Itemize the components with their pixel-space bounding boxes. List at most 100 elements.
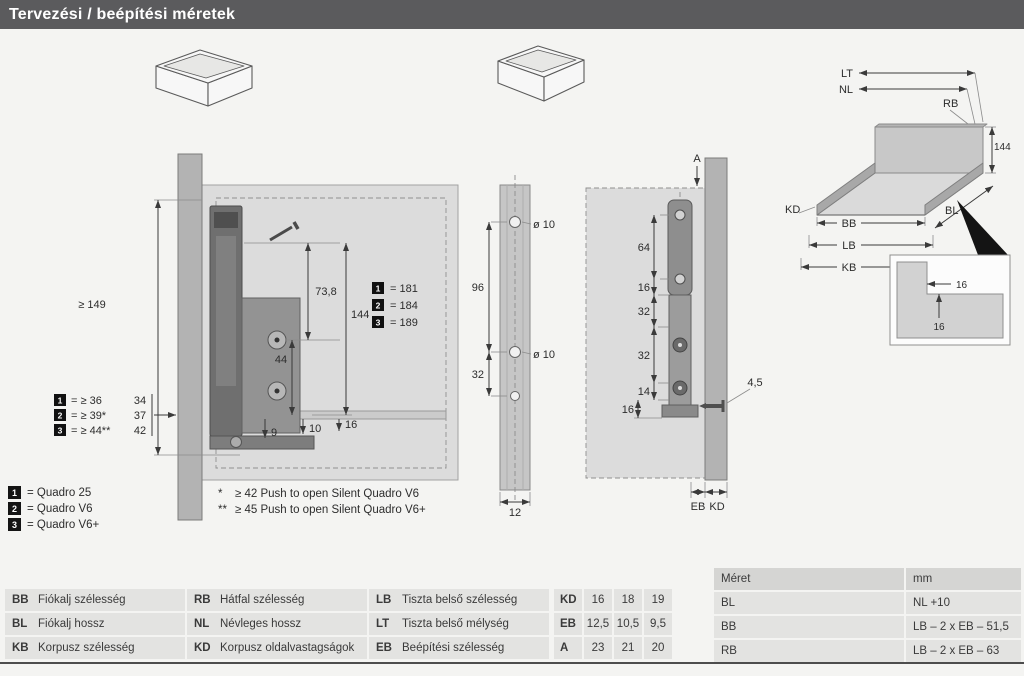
table-row: RB LB – 2 x EB – 63 [714, 640, 1021, 662]
label-kd: KD [709, 501, 724, 513]
formula-table: Méret mm BL NL +10 BB LB – 2 x EB – 51,5… [714, 568, 1021, 664]
table-cell: EB [554, 613, 582, 635]
dimension-lines [634, 214, 751, 498]
abbr-label: EB [376, 642, 392, 654]
dim-16-label: 16 [345, 419, 357, 431]
detail-callout: 16 16 [889, 254, 1011, 346]
table-cell: 20 [644, 637, 672, 659]
label-kd: KD [785, 204, 800, 216]
dim-hole-spacing-label: 73,8 [315, 286, 336, 298]
variant-marker: 1 [376, 284, 381, 294]
variant-1-marker: 1 [8, 486, 21, 499]
cabinet-side-panel [177, 153, 203, 521]
dim-144-label: 144 [994, 142, 1011, 153]
dim-back-height-label: 144 [351, 309, 369, 321]
slide-assembly [661, 294, 699, 418]
legend: 1 = Quadro 25 2 = Quadro V6 3 = Quadro V… [8, 486, 99, 534]
label-nl: NL [839, 84, 853, 96]
table-cell: LB – 2 x EB – 51,5 [906, 616, 1021, 638]
dim-10-label: 10 [309, 423, 321, 435]
clearance-value: = ≥ 44** [71, 425, 111, 437]
page-title: Tervezési / beépítési méretek [9, 6, 236, 23]
abbr-desc: Fiókalj hossz [38, 618, 105, 630]
table-header-cell: mm [906, 568, 1021, 590]
variant-value: = 184 [390, 300, 418, 312]
dim-16-upper-label: 16 [638, 282, 650, 294]
dim-9-label: 9 [271, 427, 277, 439]
table-cell: 21 [614, 637, 642, 659]
row-label: KD [560, 594, 577, 606]
dimension-lines [486, 221, 532, 506]
abbr-label: LB [376, 594, 392, 606]
table-row: A 23 21 20 [554, 637, 672, 659]
dim-bottom-hole-label: 44 [275, 354, 287, 366]
label-kb: KB [842, 262, 857, 274]
legend-item: 1 = Quadro 25 [8, 486, 99, 499]
detail-16-v-label: 16 [933, 322, 945, 333]
abbr-desc: Tiszta belső mélység [402, 618, 509, 630]
drawer-icon [497, 45, 585, 102]
table-cell: RB [714, 640, 904, 662]
abbr-label: RB [194, 594, 211, 606]
footnote-symbol: * [218, 488, 223, 500]
page-title-bar: Tervezési / beépítési méretek [0, 0, 1024, 29]
footnotes: *≥ 42 Push to open Silent Quadro V6 ** ≥ … [218, 486, 426, 518]
drill-holes [509, 216, 521, 401]
dim-12-label: 12 [509, 507, 521, 519]
clearance-marker: 1 [58, 396, 63, 406]
table-cell: A [554, 637, 582, 659]
variant-2-marker: 2 [8, 502, 21, 515]
drawer-wireframe [497, 45, 585, 102]
table-cell: 10,5 [614, 613, 642, 635]
footnote-text: ≥ 45 Push to open Silent Quadro V6+ [235, 504, 426, 516]
legend-label: = Quadro V6 [27, 502, 93, 515]
abbr-label: KD [194, 642, 211, 654]
abbr-desc: Fiókalj szélesség [38, 594, 126, 606]
legend-item: 2 = Quadro V6 [8, 502, 99, 515]
dim-64-label: 64 [638, 242, 650, 254]
table-cell: RB Hátfal szélesség [187, 589, 367, 611]
row-label: A [560, 642, 569, 654]
clearance-value: = ≥ 39* [71, 410, 107, 422]
drawer-wireframe [155, 49, 253, 107]
row-label: EB [560, 618, 576, 630]
abbr-label: NL [194, 618, 210, 630]
abbr-desc: Tiszta belső szélesség [402, 594, 518, 606]
iso-view-drawing: LT NL RB 144 KD BB BL LB KB 16 16 [785, 68, 1011, 346]
dim-min-height-label: ≥ 149 [78, 299, 105, 311]
detail-pointer-triangle [957, 200, 1008, 255]
front-view-drawing: A 64 16 [585, 153, 763, 513]
table-cell: BB [714, 616, 904, 638]
drill-pattern-drawing: 96 32 ø 10 ø 10 12 [472, 175, 555, 519]
dia-mid-label: ø 10 [533, 349, 555, 361]
label-bb: BB [842, 218, 857, 230]
abbr-desc: Névleges hossz [220, 618, 302, 630]
legend-label: = Quadro V6+ [27, 518, 100, 531]
table-cell: 9,5 [644, 613, 672, 635]
label-rb: RB [943, 98, 958, 110]
label-bl: BL [945, 205, 958, 217]
table-row: KD 16 18 19 [554, 589, 672, 611]
variant-value: = 189 [390, 317, 418, 329]
table-cell: 23 [584, 637, 612, 659]
abbr-desc: Korpusz oldalvastagságok [220, 642, 355, 654]
variant-marker: 3 [376, 318, 381, 328]
variant-marker: 2 [376, 301, 381, 311]
clearance-marker: 2 [58, 411, 63, 421]
height-variants: 1 = 181 2 = 184 3 = 189 [372, 282, 418, 329]
clearance-marker: 3 [58, 426, 63, 436]
clearance-alt: 42 [134, 425, 146, 437]
footnote-symbol: ** [218, 504, 227, 516]
legend-label: = Quadro 25 [27, 486, 92, 499]
abbr-desc: Hátfal szélesség [220, 594, 305, 606]
table-header-row: Méret mm [714, 568, 1021, 590]
dimension-lines [151, 199, 352, 456]
variant-3-marker: 3 [8, 518, 21, 531]
footnote: *≥ 42 Push to open Silent Quadro V6 [218, 486, 426, 502]
